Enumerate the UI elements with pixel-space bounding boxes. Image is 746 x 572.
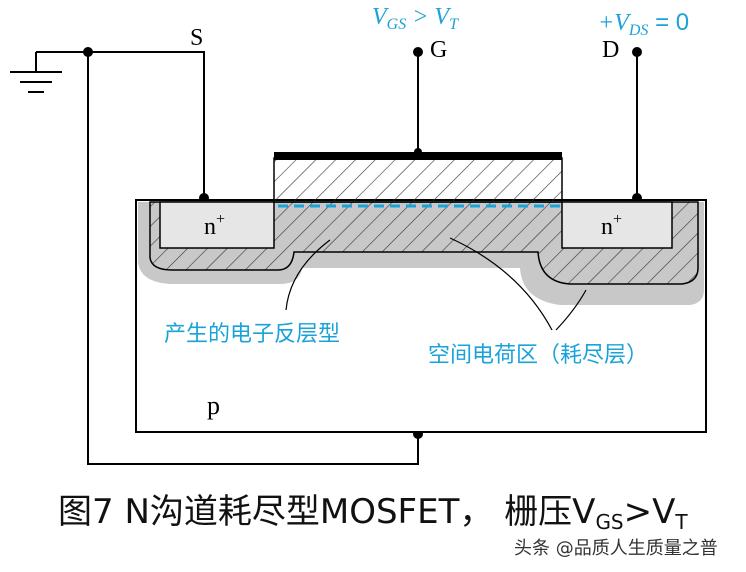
vds-value: = 0 bbox=[648, 9, 689, 36]
vgs-gt: > V bbox=[406, 4, 451, 30]
gate-electrode bbox=[273, 157, 563, 203]
n-plus-source-label: n+ bbox=[204, 211, 225, 240]
annotation-leaders bbox=[285, 237, 587, 331]
wire-nodes bbox=[83, 47, 642, 439]
depletion-region-hatched bbox=[149, 201, 699, 285]
drain-label: D bbox=[602, 37, 619, 63]
figure-caption: 图7 N沟道耗尽型MOSFET， 栅压VGS>VT bbox=[58, 492, 688, 534]
gate-voltage-label: VGS > VT bbox=[372, 4, 459, 33]
vds-sub: DS bbox=[628, 22, 649, 39]
vds-prefix: +V bbox=[598, 10, 631, 36]
ground-symbol bbox=[10, 52, 62, 93]
n-plus-drain-label: n+ bbox=[601, 211, 622, 240]
gate-metal bbox=[274, 152, 562, 160]
drain-voltage-label: +VDS = 0 bbox=[598, 9, 689, 39]
n-plus-source-region bbox=[159, 201, 275, 249]
n-plus-drain-region bbox=[561, 201, 673, 249]
vt-sub: T bbox=[449, 16, 459, 33]
source-label: S bbox=[190, 25, 203, 51]
depletion-region-annotation: 空间电荷区（耗尽层） bbox=[428, 342, 648, 367]
inversion-layer-annotation: 产生的电子反层型 bbox=[164, 321, 340, 346]
vgs-sub: GS bbox=[387, 16, 407, 33]
p-substrate-label: p bbox=[207, 391, 220, 420]
vgs-v: V bbox=[372, 4, 389, 30]
watermark: 头条 @品质人生质量之普 bbox=[514, 538, 718, 559]
gate-label: G bbox=[430, 37, 447, 63]
